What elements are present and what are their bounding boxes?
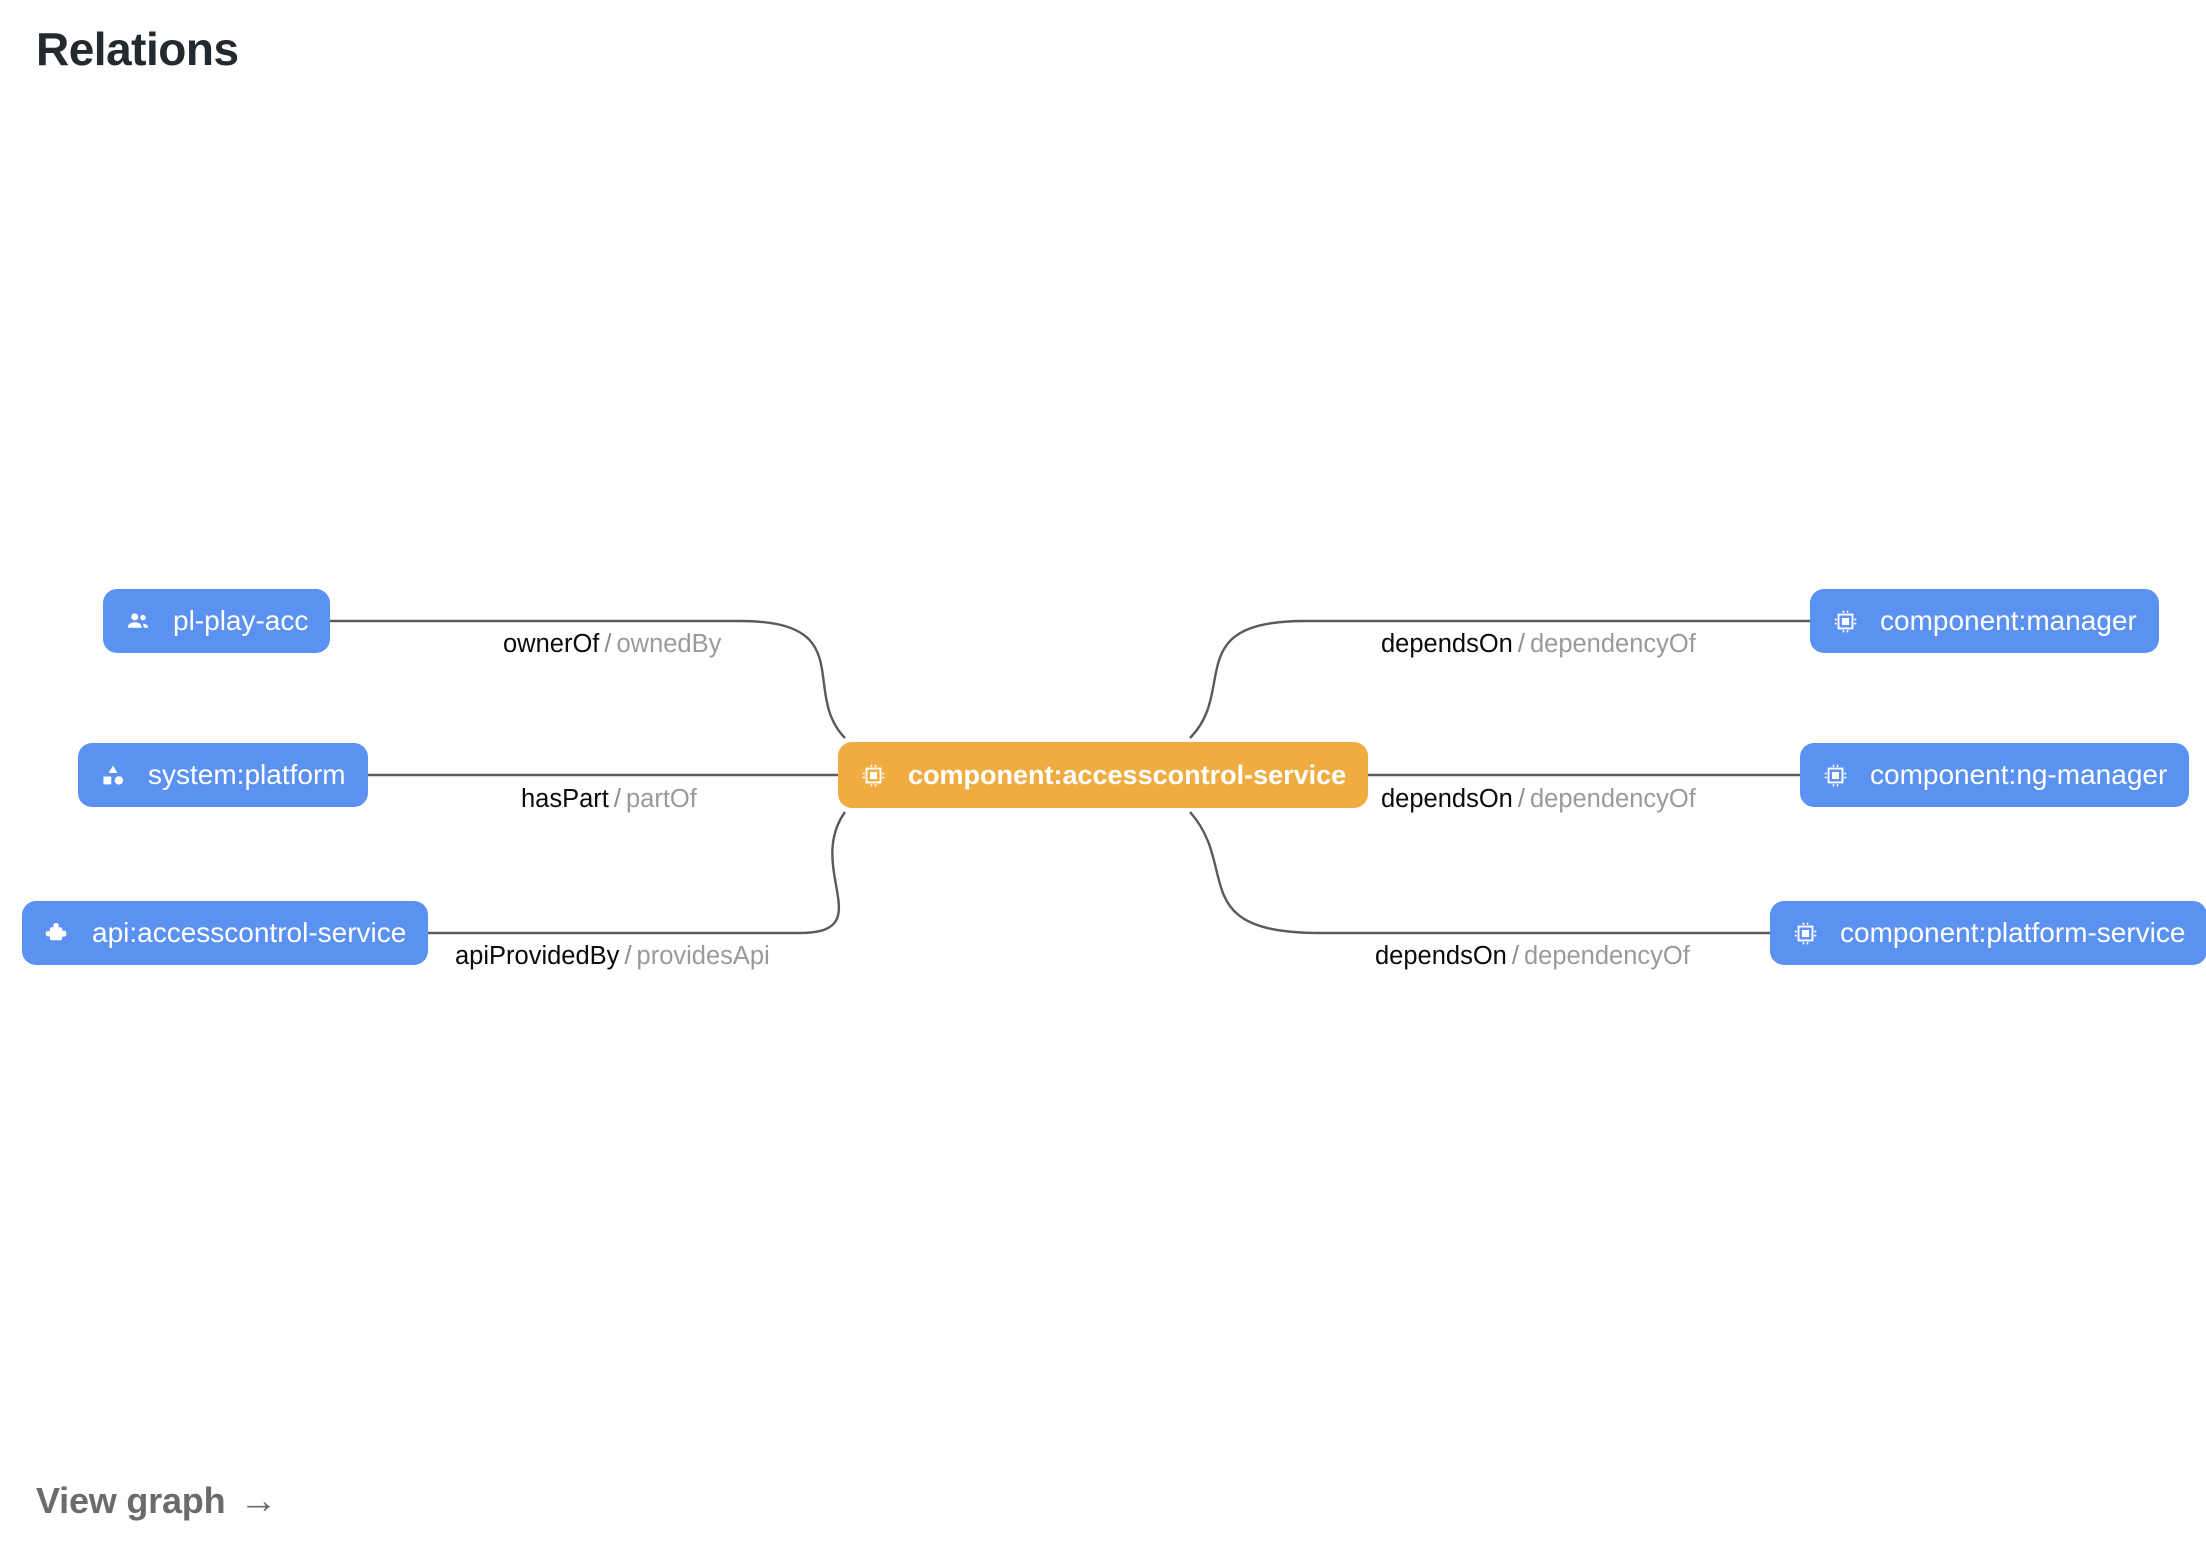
node-label: api:accesscontrol-service [92,917,407,948]
graph-node-api-accesscontrol-service[interactable]: api:accesscontrol-service [22,901,429,965]
edge-path-dependsOn-platform-service [1189,811,1770,935]
graph-node-component-ng-manager[interactable]: component:ng-manager [1800,743,2190,807]
node-label: component:platform-service [1840,917,2186,948]
graph-node-component-manager[interactable]: component:manager [1810,589,2159,653]
puzzle-icon [44,920,70,946]
page-title: Relations [36,23,239,75]
graph-node-center-component-accesscontrol-service[interactable]: component:accesscontrol-service [838,742,1369,808]
category-icon [100,762,126,788]
edge-label-separator: / [604,630,612,658]
view-graph-label: View graph [36,1480,226,1521]
edge-label-separator: / [1517,785,1525,813]
edge-label-reverse: providesApi [636,942,770,970]
edge-label-reverse: partOf [625,785,697,813]
edge-label-reverse: dependencyOf [1529,630,1696,658]
edge-label-forward: dependsOn [1381,630,1513,658]
chip-icon [1832,608,1858,634]
node-label: component:manager [1880,605,2137,636]
node-label: component:ng-manager [1870,759,2168,790]
view-graph-link[interactable]: View graph → [36,1480,277,1522]
edge-label-forward: dependsOn [1375,942,1507,970]
node-label: system:platform [148,759,346,790]
edge-label-reverse: ownedBy [616,630,722,658]
edge-path-apiProvidedBy [410,811,846,935]
edge-label-hasPart: hasPart/partOf [521,785,697,813]
edge-label-reverse: dependencyOf [1523,942,1690,970]
group-icon [125,608,151,634]
edge-label-reverse: dependencyOf [1529,785,1696,813]
edge-label-separator: / [613,785,621,813]
edge-label-separator: / [1517,630,1525,658]
chip-icon [860,762,886,788]
edge-label-dependsOn-ng-manager: dependsOn/dependencyOf [1381,785,1696,813]
graph-node-system-platform[interactable]: system:platform [78,743,368,807]
edge-label-forward: apiProvidedBy [455,942,620,970]
edge-label-dependsOn-platform-service: dependsOn/dependencyOf [1375,942,1690,970]
edge-label-separator: / [1511,942,1519,970]
graph-node-component-platform-service[interactable]: component:platform-service [1770,901,2206,965]
edge-label-forward: hasPart [521,785,609,813]
edge-label-ownerOf: ownerOf/ownedBy [503,630,722,658]
edge-label-separator: / [624,942,632,970]
edge-label-apiProvidedBy: apiProvidedBy/providesApi [455,942,770,970]
edge-label-dependsOn-manager: dependsOn/dependencyOf [1381,630,1696,658]
chip-icon [1822,762,1848,788]
edge-label-forward: dependsOn [1381,785,1513,813]
graph-node-pl-play-acc[interactable]: pl-play-acc [103,589,331,653]
chip-icon [1792,920,1818,946]
node-label: pl-play-acc [173,605,309,636]
arrow-right-icon: → [239,1480,278,1522]
node-label: component:accesscontrol-service [908,759,1347,790]
edge-label-forward: ownerOf [503,630,600,658]
